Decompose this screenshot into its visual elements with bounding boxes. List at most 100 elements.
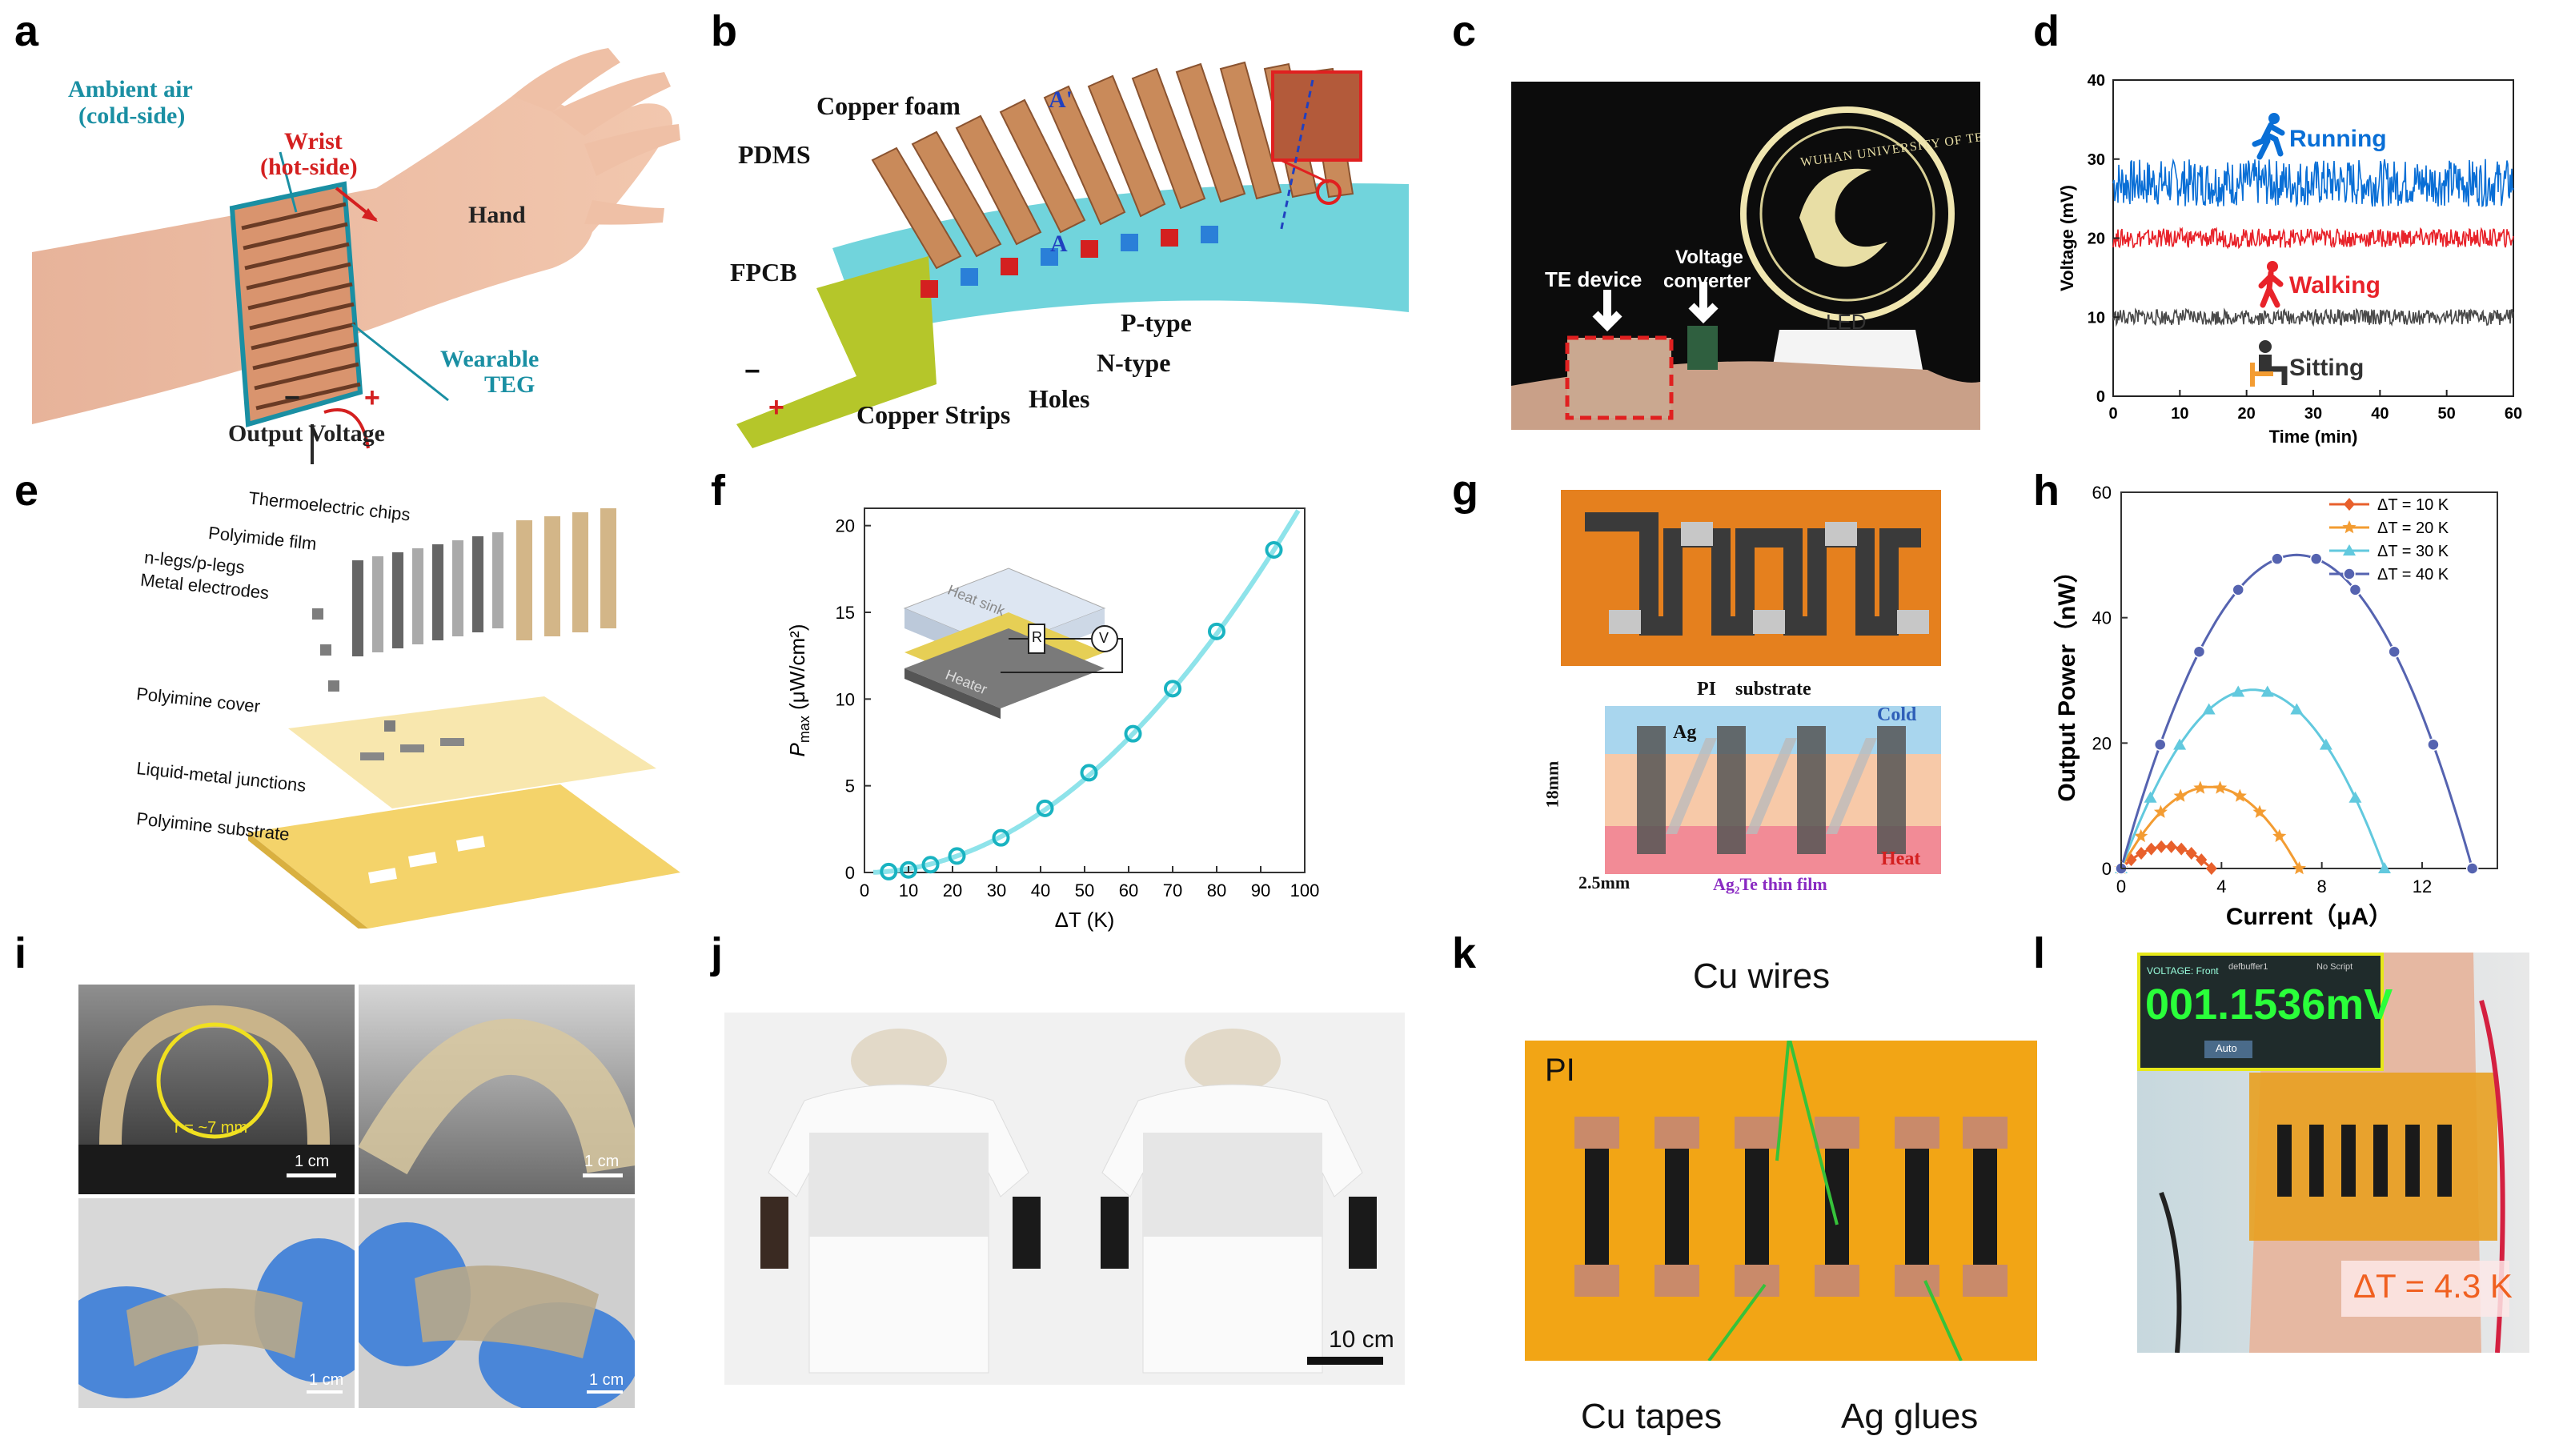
data-point <box>2260 685 2274 697</box>
data-point <box>1124 724 1142 743</box>
cu-tapes-label: Cu tapes <box>1581 1397 1723 1436</box>
dim-2-5mm-label: 2.5mm <box>1578 872 1630 892</box>
data-point <box>2388 645 2401 658</box>
teg-label: TEG <box>484 371 535 398</box>
walking-icon <box>2255 260 2287 308</box>
fpcb-layer <box>736 256 937 448</box>
series-curve <box>2120 553 2474 869</box>
copper-foam-label: Copper foam <box>816 91 961 120</box>
y-tick-label: 0 <box>2102 859 2112 879</box>
finger-shape <box>552 72 671 136</box>
cu-tapes <box>1574 1117 2008 1297</box>
led-scene <box>1511 106 1980 430</box>
scale-bar-label: 10 cm <box>1329 1326 1394 1353</box>
wrist-illustration <box>32 48 680 464</box>
panel-g: PI substrate Cold Ag Heat 18mm 2.5mm Ag₂… <box>1542 490 1941 894</box>
delta-t-box <box>2341 1261 2509 1317</box>
walking-label: Walking <box>2289 272 2381 299</box>
scale-bar-label: 1 cm <box>589 1371 624 1389</box>
arrow-te-device <box>1592 290 1622 332</box>
ag-glues-label: Ag glues <box>1841 1397 1979 1436</box>
data-point <box>2193 780 2208 794</box>
data-point <box>2134 828 2148 843</box>
ag2te-film-label: Ag₂Te thin film <box>1713 874 1827 894</box>
te-device-box <box>1565 335 1674 420</box>
y-axis-label: Voltage (mV) <box>2057 185 2077 291</box>
legend-label: ΔT = 40 K <box>2377 566 2449 584</box>
ambient-air-label: Ambient air <box>68 76 193 102</box>
dim-18mm-label: 18mm <box>1542 760 1562 808</box>
data-point <box>1036 799 1054 817</box>
no-script-label: No Script <box>2316 962 2353 972</box>
data-point <box>2232 685 2245 697</box>
data-point <box>2271 552 2284 565</box>
x-tick-label: 10 <box>899 880 918 900</box>
data-point <box>2319 738 2332 750</box>
panel-label-h: h <box>2033 467 2060 515</box>
tshirt-front <box>760 1029 1041 1374</box>
led-label: LED <box>1826 310 1867 334</box>
a-prime-label: A' <box>1049 86 1073 113</box>
wearable-label: Wearable <box>440 346 539 372</box>
data-point <box>2232 584 2244 596</box>
panel-label-k: k <box>1452 929 1477 977</box>
x-axis-label: Time (min) <box>2269 427 2358 447</box>
data-point <box>2232 788 2247 802</box>
x-tick-label: 90 <box>1251 880 1270 900</box>
y-tick-label: 5 <box>845 776 855 796</box>
data-point <box>2343 544 2356 556</box>
legend-label: ΔT = 10 K <box>2377 496 2449 514</box>
finger-shape <box>584 124 680 176</box>
panel-l-photo: VOLTAGE: Front defbuffer1 No Script 001.… <box>2137 953 2529 1353</box>
data-point <box>2348 791 2362 803</box>
foam-zoom-inset <box>1271 70 1362 162</box>
x-tick-label: 20 <box>943 880 962 900</box>
delta-t-label: ΔT = 4.3 K <box>2353 1267 2513 1305</box>
a-label: A <box>1050 231 1068 257</box>
auto-button[interactable]: Auto <box>2204 1041 2252 1058</box>
legend-label: ΔT = 30 K <box>2377 543 2449 560</box>
data-point <box>1164 680 1181 698</box>
data-point <box>1265 541 1283 559</box>
data-point <box>2348 584 2362 596</box>
x-tick-label: 0 <box>2116 876 2126 896</box>
polyimine-cover <box>288 696 656 808</box>
data-point <box>2136 847 2148 860</box>
cu-wires-label: Cu wires <box>1693 957 1831 996</box>
data-point <box>2173 738 2187 750</box>
panel-label-b: b <box>711 7 737 55</box>
wrist-label: Wrist <box>284 128 343 154</box>
data-point <box>2196 853 2208 867</box>
panel-label-g: g <box>1452 467 1478 515</box>
buffer-label: defbuffer1 <box>2228 962 2268 972</box>
ag-label: Ag <box>1673 722 1697 743</box>
y-tick-label: 0 <box>2096 388 2105 406</box>
data-point <box>1208 622 1225 640</box>
panel-label-e: e <box>14 467 39 515</box>
x-tick-label: 60 <box>1119 880 1138 900</box>
legs-and-chips <box>352 508 616 656</box>
x-tick-label: 30 <box>2304 405 2322 423</box>
data-point <box>2213 780 2228 794</box>
x-axis-label: Current（μA） <box>2226 903 2393 930</box>
data-point <box>2290 703 2304 715</box>
series-line-running <box>2112 158 2514 208</box>
data-point <box>2205 862 2217 875</box>
scale-bar-label: 1 cm <box>584 1153 620 1170</box>
pi-substrate-photo: PI <box>1525 1036 2037 1362</box>
logo-ring <box>1740 106 1955 321</box>
heat-label: Heat <box>1881 848 1921 869</box>
copper-strips-label: Copper Strips <box>856 400 1011 429</box>
data-point <box>2144 791 2157 803</box>
y-tick-label: 20 <box>836 516 855 536</box>
data-point <box>2342 520 2356 534</box>
data-point <box>2145 842 2157 856</box>
y-axis-label: Pmax (μW/cm²) <box>785 624 812 757</box>
data-point <box>900 860 917 879</box>
x-tick-label: 30 <box>987 880 1006 900</box>
panel-k: Cu wires PI Cu tapes Ag glues <box>1525 957 2037 1453</box>
data-point <box>880 862 898 880</box>
